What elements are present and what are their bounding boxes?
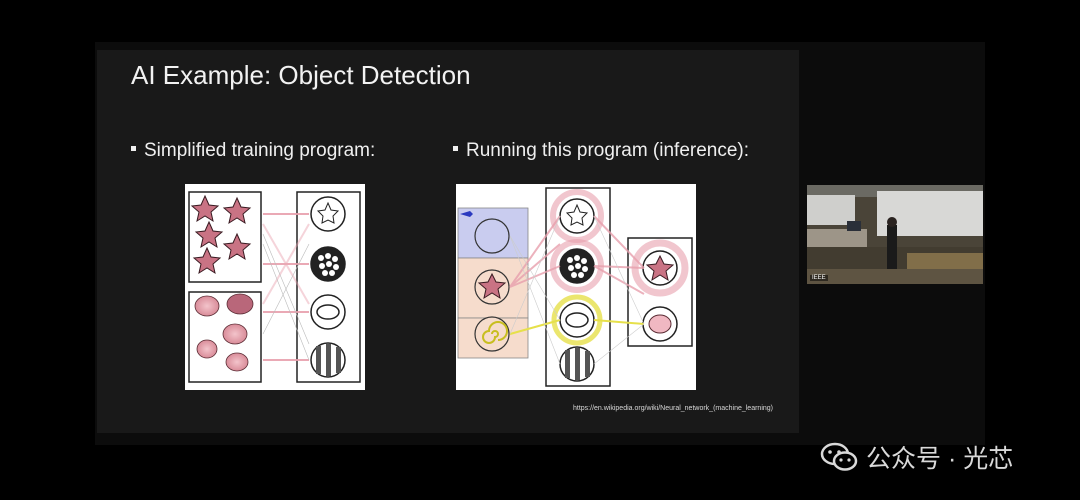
watermark-text: 公众号 · 光芯 <box>866 445 1014 473</box>
bullet-inference: Running this program (inference): <box>453 140 749 162</box>
bullet-marker <box>453 146 458 152</box>
camera-badge: IEEE <box>810 275 828 281</box>
wechat-icon <box>820 442 858 471</box>
inference-diagram <box>456 184 696 390</box>
training-diagram <box>185 184 365 390</box>
presentation-slide: AI Example: Object Detection Simplified … <box>97 50 799 433</box>
bullet-inference-text: Running this program (inference): <box>466 140 750 161</box>
slide-title: AI Example: Object Detection <box>131 60 471 90</box>
speaker-camera-feed: IEEE <box>807 185 983 284</box>
source-url: https://en.wikipedia.org/wiki/Neural_net… <box>573 405 773 412</box>
bullet-training-text: Simplified training program: <box>144 140 376 161</box>
wechat-watermark: 公众号 · 光芯 <box>820 440 1013 474</box>
bullet-training: Simplified training program: <box>131 140 375 162</box>
bullet-marker <box>131 146 136 152</box>
